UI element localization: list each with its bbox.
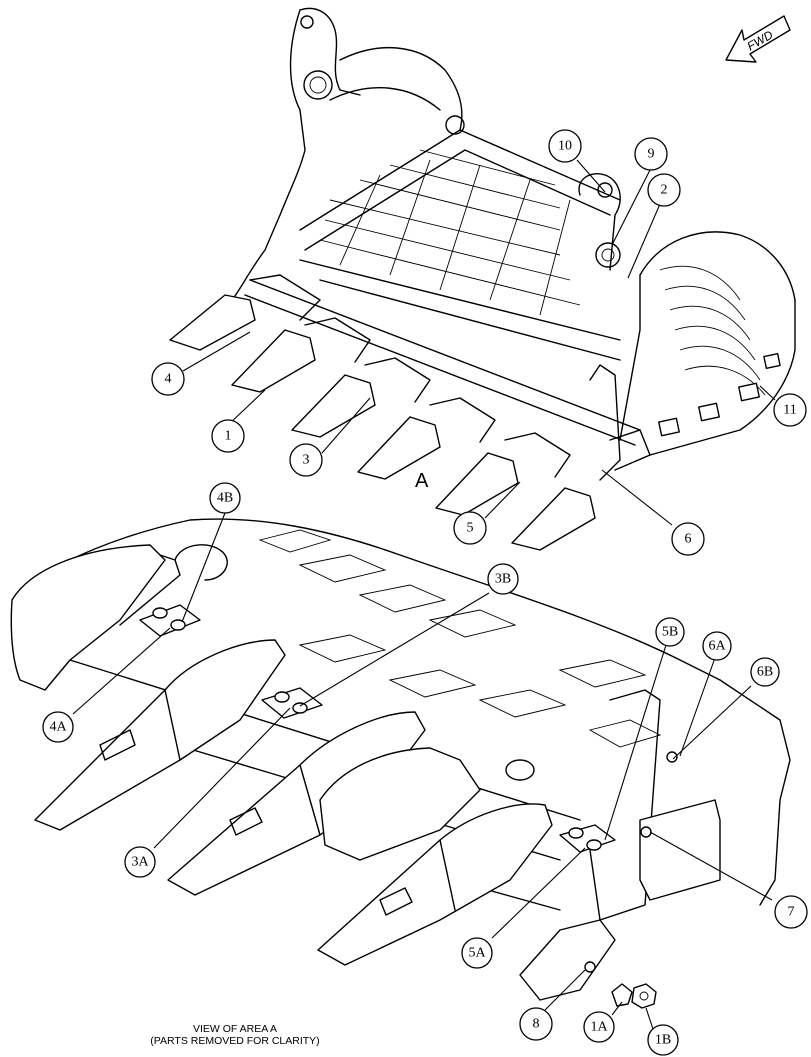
callout-3-label: 3: [303, 453, 310, 468]
callout-8-label: 8: [533, 1017, 540, 1032]
base-liner-plates: [258, 529, 662, 748]
retainer-3: [261, 687, 323, 719]
callout-4A-label: 4A: [49, 720, 67, 735]
callout-4B-label: 4B: [217, 491, 233, 506]
callouts: 10 9 2 4 1 3 5 6 11 4B 3B 5B 6A 6B 4A 3A…: [42, 129, 808, 1056]
callout-4B: 4B: [209, 482, 241, 514]
callout-4: 4: [151, 362, 185, 396]
callout-1: 1: [211, 419, 245, 453]
callout-6B: 6B: [750, 657, 780, 687]
callout-11-label: 11: [783, 403, 796, 418]
callout-5B-label: 5B: [662, 625, 678, 640]
callout-1B-label: 1B: [655, 1033, 671, 1048]
callout-7-label: 7: [788, 905, 795, 920]
callout-4A: 4A: [42, 711, 74, 743]
view-caption: VIEW OF AREA A (PARTS REMOVED FOR CLARIT…: [110, 1023, 360, 1047]
callout-6B-label: 6B: [757, 665, 773, 680]
retainer-5: [559, 824, 616, 853]
area-a-detail: [10, 518, 791, 1009]
callout-6-label: 6: [685, 532, 692, 547]
bolt-and-nut: [611, 983, 657, 1009]
callout-9-label: 9: [648, 147, 655, 162]
callout-6A: 6A: [702, 631, 732, 661]
callout-5-label: 5: [467, 521, 474, 536]
callout-1-label: 1: [225, 429, 232, 444]
callout-1A-label: 1A: [590, 1020, 608, 1035]
callout-5A: 5A: [461, 937, 493, 969]
callout-9: 9: [634, 137, 668, 171]
callout-1B: 1B: [647, 1024, 679, 1056]
forward-arrow-icon: FWD: [725, 15, 791, 63]
callout-6: 6: [671, 522, 705, 556]
callout-6A-label: 6A: [708, 639, 726, 654]
callout-8: 8: [519, 1007, 553, 1041]
callout-3B-label: 3B: [495, 572, 511, 587]
callout-5: 5: [453, 511, 487, 545]
callout-5B: 5B: [655, 617, 685, 647]
callout-10: 10: [548, 129, 582, 163]
callout-3A: 3A: [124, 846, 156, 878]
callout-2: 2: [647, 173, 681, 207]
retainer-4: [139, 544, 228, 637]
fwd-label: FWD: [745, 27, 776, 53]
callout-11: 11: [773, 393, 807, 427]
caption-line-1: VIEW OF AREA A: [192, 1023, 278, 1035]
callout-1A: 1A: [583, 1011, 615, 1043]
upper-teeth: [169, 274, 596, 551]
callout-5A-label: 5A: [468, 946, 486, 961]
side-guard-ribs: [659, 265, 766, 396]
callout-2-label: 2: [661, 183, 668, 198]
area-a-label: A: [415, 470, 429, 492]
leader-lines: [72, 159, 776, 1030]
callout-7: 7: [774, 895, 808, 929]
callout-3: 3: [289, 443, 323, 477]
callout-4-label: 4: [165, 372, 172, 387]
callout-10-label: 10: [558, 139, 572, 154]
bucket-assembly: [169, 7, 796, 551]
callout-3A-label: 3A: [131, 855, 149, 870]
callout-3B: 3B: [487, 563, 519, 595]
caption-line-2: (PARTS REMOVED FOR CLARITY): [150, 1035, 320, 1047]
floor-liner-plates: [319, 149, 581, 316]
